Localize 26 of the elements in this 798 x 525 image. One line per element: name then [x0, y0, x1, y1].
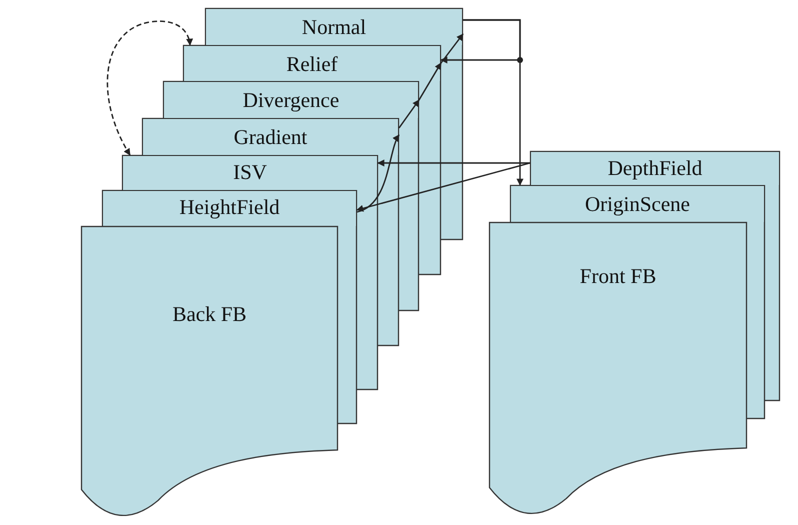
page-label: DepthField: [606, 156, 704, 180]
page-label: Back FB: [171, 302, 248, 326]
page-label: Divergence: [242, 88, 340, 112]
page-label: HeightField: [178, 195, 281, 219]
arrow: [356, 134, 400, 213]
page-tab: [102, 190, 357, 226]
page-label: Gradient: [232, 125, 308, 149]
page-label: Front FB: [578, 264, 658, 288]
arrow: [377, 160, 530, 166]
arrow: [418, 62, 442, 100]
arrow: [398, 99, 420, 128]
arrow: [106, 20, 193, 156]
page-label: ISV: [232, 160, 268, 184]
page-label: Relief: [285, 52, 339, 76]
page-tab: [510, 185, 765, 222]
page-tab: [122, 155, 378, 190]
page-label: Normal: [300, 15, 368, 39]
arrow: [440, 19, 521, 64]
page-tab: [142, 118, 399, 155]
arrow: [440, 33, 464, 64]
arrow: [356, 162, 530, 212]
page-tab: [163, 81, 419, 118]
page-tab: [530, 151, 780, 185]
page-tab: [183, 45, 441, 81]
page-label: OriginScene: [584, 192, 691, 216]
page-tab: [205, 8, 463, 45]
